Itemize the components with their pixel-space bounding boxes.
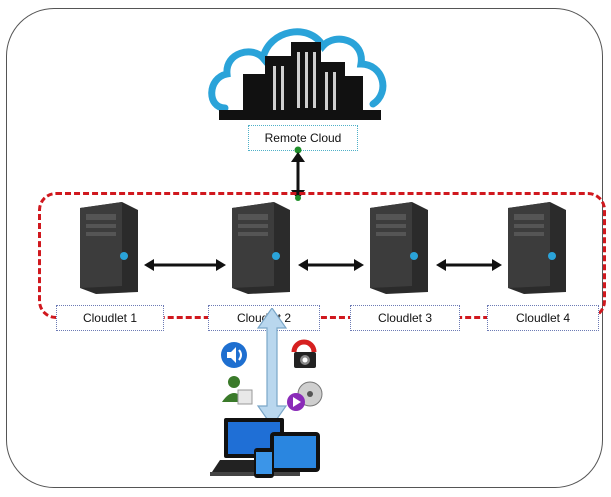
diagram-frame [6,8,603,488]
cloudlet-2-3-link-arrow [298,259,364,271]
remote-cloud-icon [208,28,387,120]
mobile-link-arrow [256,308,288,426]
camera-app-icon [291,339,317,368]
cloudlet-1-label: Cloudlet 1 [56,305,164,331]
cloudlet-3-label: Cloudlet 3 [350,305,460,331]
cloudlet-4-server-icon [508,202,566,294]
cloudlet-cluster [38,192,606,319]
cloudlet-3-4-link-arrow [436,259,502,271]
user-app-icon [222,376,253,405]
cloudlet-1-server-icon [80,202,138,294]
mobile-devices-icon [210,418,320,478]
remote-cloud-label: Remote Cloud [248,125,358,151]
cloudlet-1-2-link-arrow [144,259,226,271]
volume-app-icon [221,342,247,368]
cloudlet-2-server-icon [232,202,290,294]
cloudlet-4-label: Cloudlet 4 [487,305,599,331]
media-app-icon [287,381,323,411]
cloudlet-3-server-icon [370,202,428,294]
